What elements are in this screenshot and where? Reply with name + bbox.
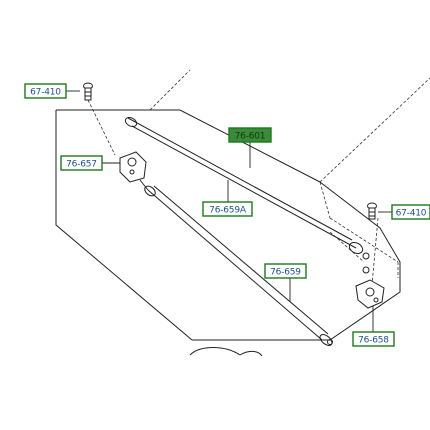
linkage-rod-icon — [124, 116, 370, 260]
callout-label: 76-601 — [235, 132, 266, 142]
pivot-bracket-icon — [355, 266, 385, 309]
callout-67-410-right[interactable]: 67-410 — [391, 204, 430, 220]
bolt-icon — [83, 82, 93, 101]
callout-label: 76-659 — [270, 268, 301, 278]
callout-label: 76-658 — [358, 336, 389, 346]
callout-67-410-left[interactable]: 67-410 — [24, 83, 67, 99]
bolt-icon — [367, 202, 377, 220]
callout-label: 67-410 — [30, 88, 61, 98]
callout-leaders — [66, 90, 392, 332]
callout-label: 76-659A — [209, 206, 247, 216]
callout-76-601[interactable]: 76-601 — [228, 127, 272, 143]
callout-76-658[interactable]: 76-658 — [352, 331, 395, 347]
callout-76-657[interactable]: 76-657 — [60, 155, 103, 171]
panel-outline — [55, 109, 401, 357]
callout-76-659[interactable]: 76-659 — [264, 263, 307, 279]
pivot-bracket-icon — [119, 151, 149, 191]
callout-label: 67-410 — [396, 209, 427, 219]
callout-label: 76-657 — [66, 160, 97, 170]
callout-76-659A[interactable]: 76-659A — [202, 201, 253, 217]
linkage-rod-icon — [144, 185, 333, 346]
